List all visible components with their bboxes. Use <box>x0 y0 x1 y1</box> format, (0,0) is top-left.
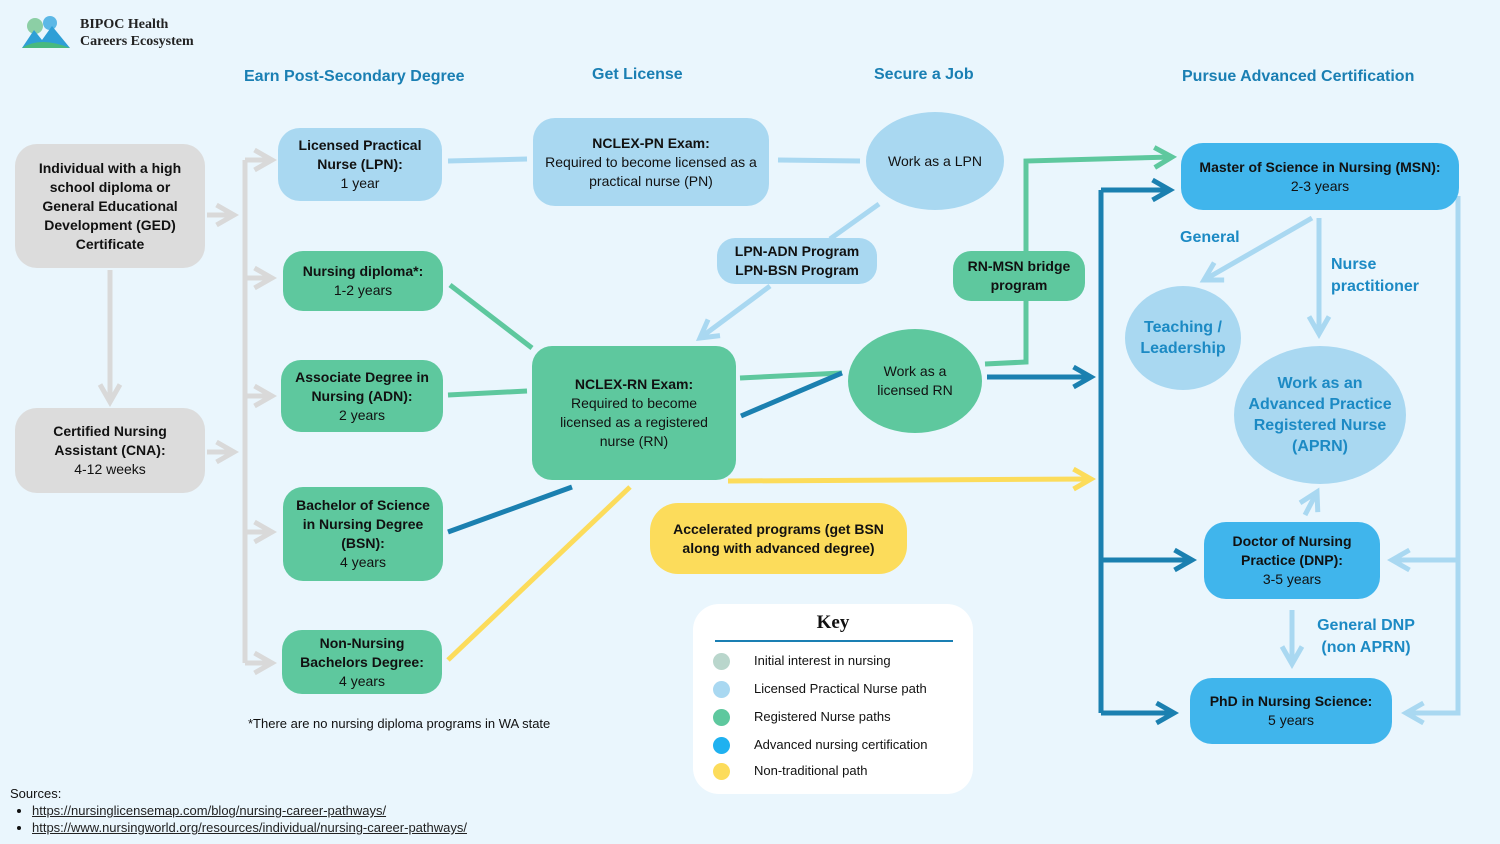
legend-label: Initial interest in nursing <box>754 653 891 668</box>
node-dnp-title: Doctor of Nursing Practice (DNP): <box>1232 533 1352 568</box>
node-work-rn-text: Work as a licensed RN <box>877 363 953 398</box>
header-degree: Earn Post-Secondary Degree <box>244 68 465 85</box>
node-lpn-bsn-label: LPN-BSN Program <box>735 262 859 278</box>
source-item: https://www.nursingworld.org/resources/i… <box>32 819 467 836</box>
node-adn-title: Associate Degree in Nursing (ADN): <box>295 368 429 404</box>
node-diploma-duration: 1-2 years <box>333 282 393 298</box>
footnote: *There are no nursing diploma programs i… <box>248 716 551 731</box>
node-lpn-title: Licensed Practical Nurse (LPN): <box>298 137 422 172</box>
legend-swatch <box>713 737 730 754</box>
node-dnp-duration: 3-5 years <box>1262 571 1322 587</box>
node-msn: Master of Science in Nursing (MSN): 2-3 … <box>1181 143 1459 210</box>
node-cna-title: Certified Nursing Assistant (CNA): <box>53 423 167 458</box>
brand-line-1: BIPOC Health <box>80 17 169 32</box>
node-bsn: Bachelor of Science in Nursing Degree (B… <box>283 487 443 581</box>
source-link-2[interactable]: https://www.nursingworld.org/resources/i… <box>32 820 467 835</box>
sources-list: https://nursinglicensemap.com/blog/nursi… <box>10 802 467 836</box>
node-non-nursing: Non-Nursing Bachelors Degree: 4 years <box>282 630 442 694</box>
legend-label: Licensed Practical Nurse path <box>754 681 927 696</box>
source-item: https://nursinglicensemap.com/blog/nursi… <box>32 802 467 819</box>
node-non-nursing-duration: 4 years <box>339 672 385 689</box>
node-rn-msn-text: RN-MSN bridge program <box>967 258 1071 293</box>
node-lpn-adn-label: LPN-ADN Program <box>734 243 860 259</box>
node-aprn-text: Work as an Advanced Practice Registered … <box>1248 375 1392 455</box>
node-lpn-bridge: LPN-ADN Program LPN-BSN Program <box>717 238 877 284</box>
node-adn-duration: 2 years <box>339 406 385 423</box>
node-aprn: Work as an Advanced Practice Registered … <box>1234 346 1406 484</box>
node-work-lpn-text: Work as a LPN <box>888 152 982 169</box>
node-nursing-diploma: Nursing diploma*: 1-2 years <box>283 251 443 311</box>
node-msn-duration: 2-3 years <box>1290 177 1350 194</box>
header-license: Get License <box>592 66 683 83</box>
node-non-nursing-title: Non-Nursing Bachelors Degree: <box>300 634 424 670</box>
node-high-school: Individual with a high school diploma or… <box>15 144 205 268</box>
sources-label: Sources: <box>10 786 62 801</box>
edge-label-nurse-practitioner: Nurse practitioner <box>1331 254 1419 298</box>
node-rn-msn-bridge: RN-MSN bridge program <box>953 251 1085 301</box>
node-nclex-pn: NCLEX-PN Exam: Required to become licens… <box>533 118 769 206</box>
node-accelerated-text: Accelerated programs (get BSN along with… <box>673 520 884 556</box>
edge-label-general: General <box>1180 229 1240 246</box>
node-nclex-rn-desc: Required to become licensed as a registe… <box>560 395 708 449</box>
legend-swatch <box>713 653 730 670</box>
node-cna: Certified Nursing Assistant (CNA): 4-12 … <box>15 408 205 493</box>
node-work-lpn: Work as a LPN <box>866 112 1004 210</box>
node-dnp: Doctor of Nursing Practice (DNP): 3-5 ye… <box>1204 522 1380 599</box>
edge-label-gdnp-line2: (non APRN) <box>1321 639 1411 656</box>
node-diploma-title: Nursing diploma*: <box>302 263 424 279</box>
node-phd-title: PhD in Nursing Science: <box>1209 693 1373 709</box>
node-nclex-rn: NCLEX-RN Exam: Required to become licens… <box>532 346 736 480</box>
node-work-rn: Work as a licensed RN <box>848 329 982 433</box>
legend-swatch <box>713 709 730 726</box>
node-adn: Associate Degree in Nursing (ADN): 2 yea… <box>281 360 443 432</box>
header-job: Secure a Job <box>874 66 974 83</box>
node-nclex-rn-title: NCLEX-RN Exam: <box>574 376 694 392</box>
logo <box>20 14 72 50</box>
node-nclex-pn-desc: Required to become licensed as a practic… <box>545 153 757 189</box>
node-bsn-duration: 4 years <box>340 554 386 570</box>
node-bsn-title: Bachelor of Science in Nursing Degree (B… <box>296 497 430 551</box>
node-phd-duration: 5 years <box>1268 712 1314 728</box>
node-lpn: Licensed Practical Nurse (LPN): 1 year <box>278 128 442 201</box>
edge-label-np-line2: practitioner <box>1331 278 1420 295</box>
edge-label-np-line1: Nurse <box>1331 256 1377 273</box>
node-teaching: Teaching / Leadership <box>1125 286 1241 390</box>
legend-label: Non-traditional path <box>754 763 868 778</box>
brand-line-2: Careers Ecosystem <box>80 34 194 49</box>
node-nclex-pn-title: NCLEX-PN Exam: <box>592 134 710 151</box>
node-msn-title: Master of Science in Nursing (MSN): <box>1199 158 1441 175</box>
node-accelerated: Accelerated programs (get BSN along with… <box>650 503 907 574</box>
legend-label: Registered Nurse paths <box>754 709 891 724</box>
node-phd: PhD in Nursing Science: 5 years <box>1190 678 1392 744</box>
logo-mountains-icon <box>22 16 70 48</box>
source-link-1[interactable]: https://nursinglicensemap.com/blog/nursi… <box>32 803 387 818</box>
edge-label-general-dnp: General DNP (non APRN) <box>1306 615 1426 659</box>
node-teaching-text: Teaching / Leadership <box>1140 319 1226 357</box>
node-cna-duration: 4-12 weeks <box>74 461 146 477</box>
node-lpn-duration: 1 year <box>340 175 380 191</box>
legend-label: Advanced nursing certification <box>754 737 928 752</box>
legend-swatch <box>713 681 730 698</box>
edge-label-gdnp-line1: General DNP <box>1317 617 1415 634</box>
sources: Sources: https://nursinglicensemap.com/b… <box>10 785 467 836</box>
node-high-school-text: Individual with a high school diploma or… <box>38 159 182 252</box>
legend-swatch <box>713 763 730 780</box>
legend-divider <box>715 640 953 642</box>
header-advanced: Pursue Advanced Certification <box>1182 68 1415 85</box>
brand-name: BIPOC Health Careers Ecosystem <box>80 16 194 50</box>
legend-title: Key <box>816 612 850 633</box>
